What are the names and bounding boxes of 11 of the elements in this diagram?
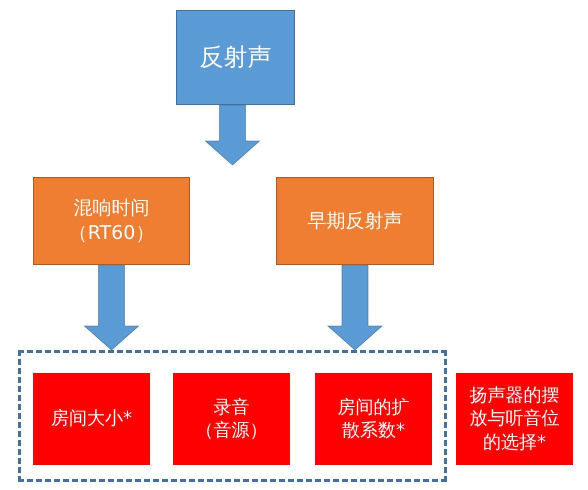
process-box: 反射声 xyxy=(176,10,295,105)
process-box: 早期反射声 xyxy=(276,177,434,265)
factor-box: 房间大小* xyxy=(33,373,150,465)
block-arrow xyxy=(204,104,260,166)
factor-box: 扬声器的摆放与听音位的选择* xyxy=(456,373,573,465)
block-arrow xyxy=(327,264,383,350)
block-arrow xyxy=(84,264,140,350)
group-frame xyxy=(18,350,447,482)
factor-box: 房间的扩散系数* xyxy=(315,373,432,465)
process-box: 混响时间（RT60） xyxy=(33,177,190,265)
factor-box: 录音（音源） xyxy=(173,373,290,465)
